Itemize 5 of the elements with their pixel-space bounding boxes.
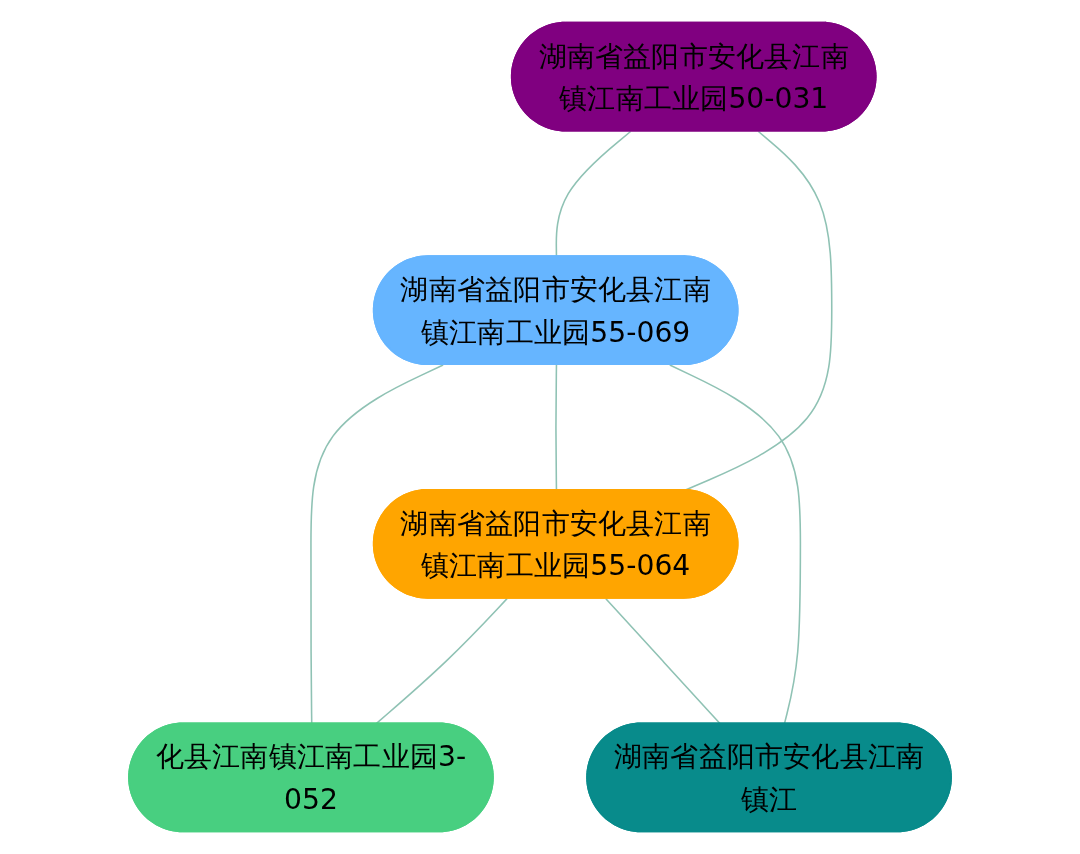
connector <box>605 597 722 725</box>
connector <box>555 130 632 258</box>
connector <box>669 364 802 725</box>
connector <box>374 597 508 725</box>
connector <box>310 364 444 725</box>
